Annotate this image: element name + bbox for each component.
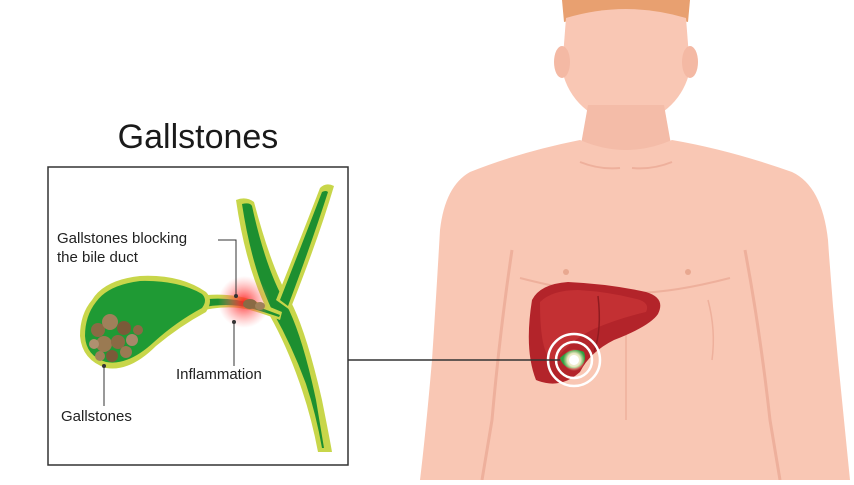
- label-blocking-line1: Gallstones blocking: [57, 230, 188, 247]
- left-arm-crease: [480, 249, 514, 481]
- leader-dot: [102, 364, 106, 368]
- collarbone: [579, 161, 673, 170]
- right-arm-crease: [743, 249, 782, 481]
- abdomen-side: [707, 299, 715, 361]
- right-nipple: [685, 269, 691, 275]
- diagram-title: Gallstones: [117, 118, 279, 156]
- inset-illustration: [80, 184, 334, 452]
- blocking-stone: [243, 299, 257, 309]
- leader-dot: [234, 294, 238, 298]
- left-nipple: [563, 269, 569, 275]
- gallstones-cluster: [89, 314, 143, 362]
- neck: [580, 105, 672, 150]
- human-torso: [420, 0, 850, 481]
- label-blocking: Gallstones blocking the bile duct: [57, 229, 227, 267]
- leader-dot: [232, 320, 236, 324]
- label-gallstones: Gallstones: [61, 408, 132, 425]
- right-ear: [682, 46, 698, 78]
- head: [562, 9, 690, 128]
- leader-blocking: [218, 239, 237, 296]
- blocking-stone: [255, 302, 265, 310]
- label-inflammation: Inflammation: [176, 366, 262, 383]
- label-blocking-line2: the bile duct: [57, 249, 138, 266]
- left-ear: [554, 46, 570, 78]
